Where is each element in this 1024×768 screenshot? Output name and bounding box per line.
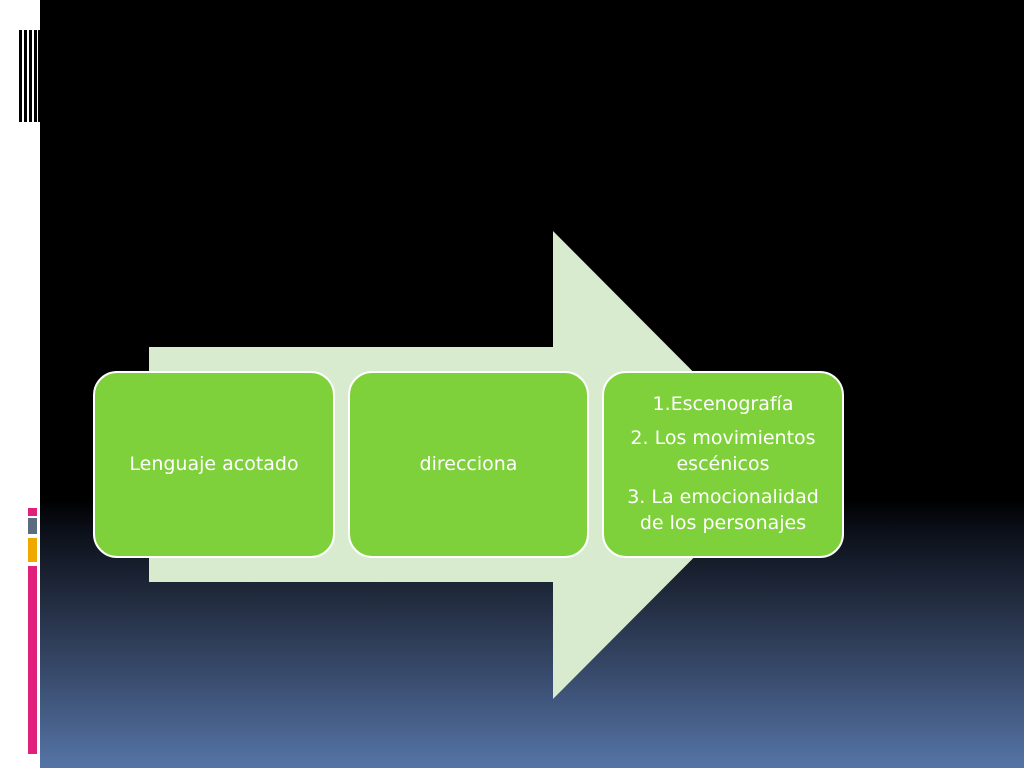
step-item: 2. Los movimientos escénicos <box>630 427 816 475</box>
step-box-lenguaje-acotado: Lenguaje acotado <box>93 371 335 558</box>
slide-logo-bars <box>19 30 41 122</box>
accent-bar-amber <box>28 538 37 562</box>
accent-bar-grey <box>28 518 37 534</box>
step-item: 1.Escenografía <box>652 393 794 416</box>
step-label: direcciona <box>419 453 518 476</box>
step-item: 3. La emocionalidad de los personajes <box>627 486 819 534</box>
accent-bar-pink-long <box>28 566 37 754</box>
step-box-direcciona: direcciona <box>348 371 589 558</box>
step-box-elementos: 1.Escenografía 2. Los movimientos escéni… <box>602 371 844 558</box>
step-label: Lenguaje acotado <box>129 453 299 476</box>
accent-bar-pink-top <box>28 508 37 516</box>
